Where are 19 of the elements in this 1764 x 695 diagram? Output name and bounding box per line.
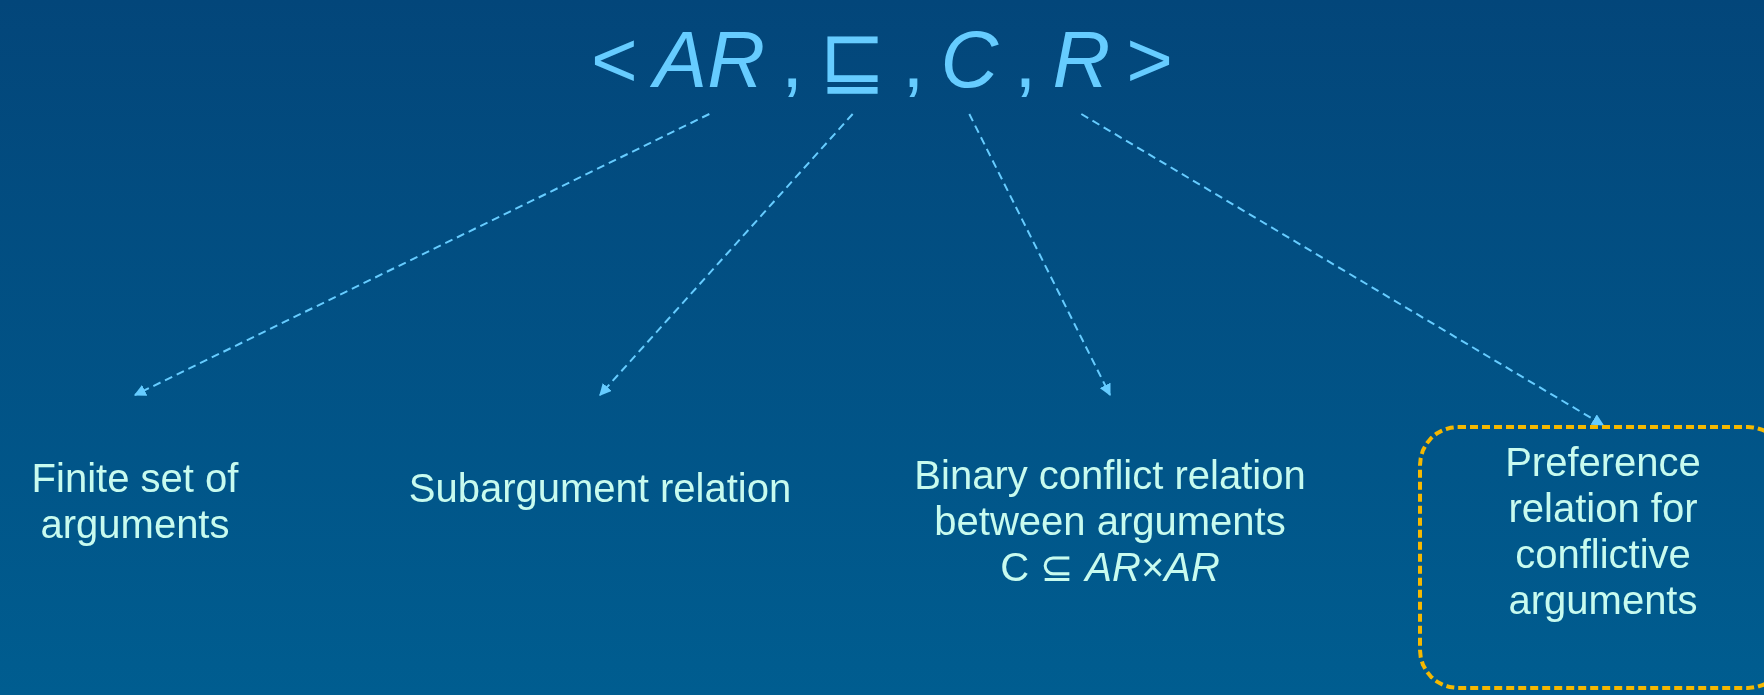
arrow <box>133 113 711 396</box>
tuple-punctuation: , <box>780 14 804 106</box>
highlight-box <box>1418 425 1764 690</box>
description-text: Finite set of arguments <box>10 395 260 555</box>
tuple-element: R <box>1048 10 1115 110</box>
tuple-element: C <box>936 10 1003 110</box>
tuple-punctuation: < <box>591 14 638 106</box>
tuple-element: ⊑ <box>815 10 891 110</box>
tuple-punctuation: , <box>1014 14 1037 106</box>
tuple-element: AR <box>649 10 769 110</box>
description-text: Preference relation for conflictive arguments <box>1504 439 1702 623</box>
description-text: Binary conflict relation between arguments <box>913 452 1307 544</box>
description-text: Subargument relation <box>360 395 840 515</box>
tuple-punctuation: , <box>902 14 925 106</box>
arrow <box>1080 113 1605 426</box>
tuple-punctuation: > <box>1126 14 1173 106</box>
arrow <box>968 113 1111 397</box>
description-text: C ⊆ AR×AR <box>999 544 1221 590</box>
arrow <box>599 113 854 396</box>
